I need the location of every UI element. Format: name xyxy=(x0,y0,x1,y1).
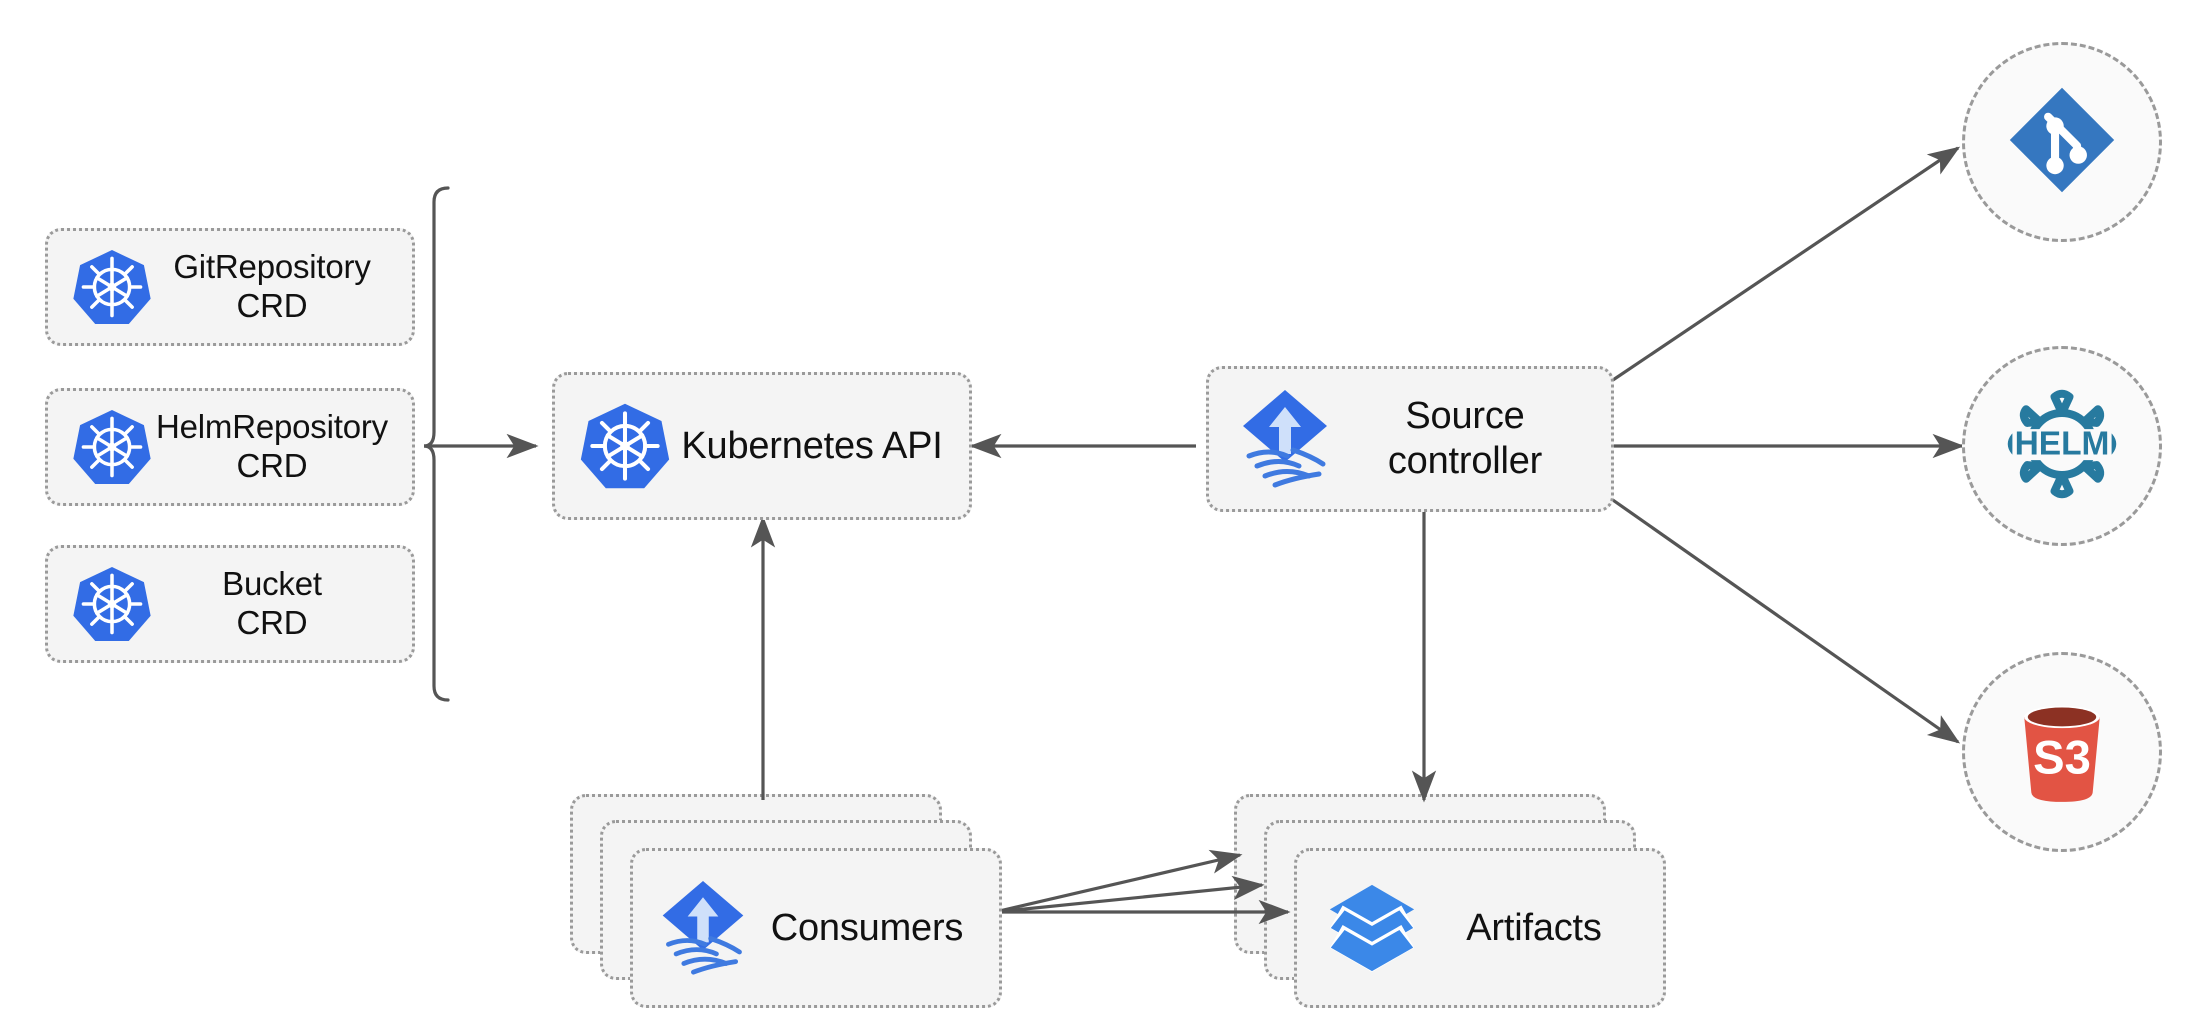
node-consumers[interactable]: Consumers xyxy=(630,848,1002,1008)
crd-group-bracket xyxy=(423,186,450,702)
kubernetes-icon xyxy=(70,245,154,329)
arrow-consumers-to-artifacts-back xyxy=(994,849,1243,914)
crd-box-label: Bucket CRD xyxy=(222,565,322,641)
endpoint-git[interactable] xyxy=(1962,42,2162,242)
git-icon xyxy=(2004,82,2120,203)
kubernetes-icon xyxy=(577,398,673,494)
kubernetes-icon xyxy=(70,405,154,489)
node-label: Artifacts xyxy=(1466,906,1602,949)
node-source-controller[interactable]: Source controller xyxy=(1206,366,1614,512)
crd-box-gitrepository[interactable]: GitRepository CRD xyxy=(45,228,415,346)
flux-icon xyxy=(655,876,751,980)
crd-box-label: HelmRepository CRD xyxy=(156,408,388,484)
crd-box-helmrepository[interactable]: HelmRepository CRD xyxy=(45,388,415,506)
node-label: Consumers xyxy=(770,906,964,949)
crd-box-bucket[interactable]: Bucket CRD xyxy=(45,545,415,663)
node-label: Kubernetes API xyxy=(681,424,943,467)
node-kubernetes-api[interactable]: Kubernetes API xyxy=(552,372,972,520)
layers-icon xyxy=(1323,879,1421,977)
node-label: Source controller xyxy=(1387,395,1543,482)
arrow-consumers-to-artifacts-middle xyxy=(994,875,1265,914)
crd-box-label: GitRepository CRD xyxy=(173,248,371,324)
node-artifacts[interactable]: Artifacts xyxy=(1294,848,1666,1008)
arrow-source-controller-to-git xyxy=(1609,146,1961,384)
flux-icon xyxy=(1235,386,1335,492)
helm-icon: HELM xyxy=(2000,382,2124,511)
kubernetes-icon xyxy=(70,562,154,646)
arrow-source-controller-to-s3 xyxy=(1609,496,1961,744)
helm-label: HELM xyxy=(2015,425,2110,462)
endpoint-helm[interactable]: HELM xyxy=(1962,346,2162,546)
s3-bucket-icon: S3 xyxy=(2003,691,2121,814)
s3-label: S3 xyxy=(2033,731,2091,784)
endpoint-s3[interactable]: S3 xyxy=(1962,652,2162,852)
